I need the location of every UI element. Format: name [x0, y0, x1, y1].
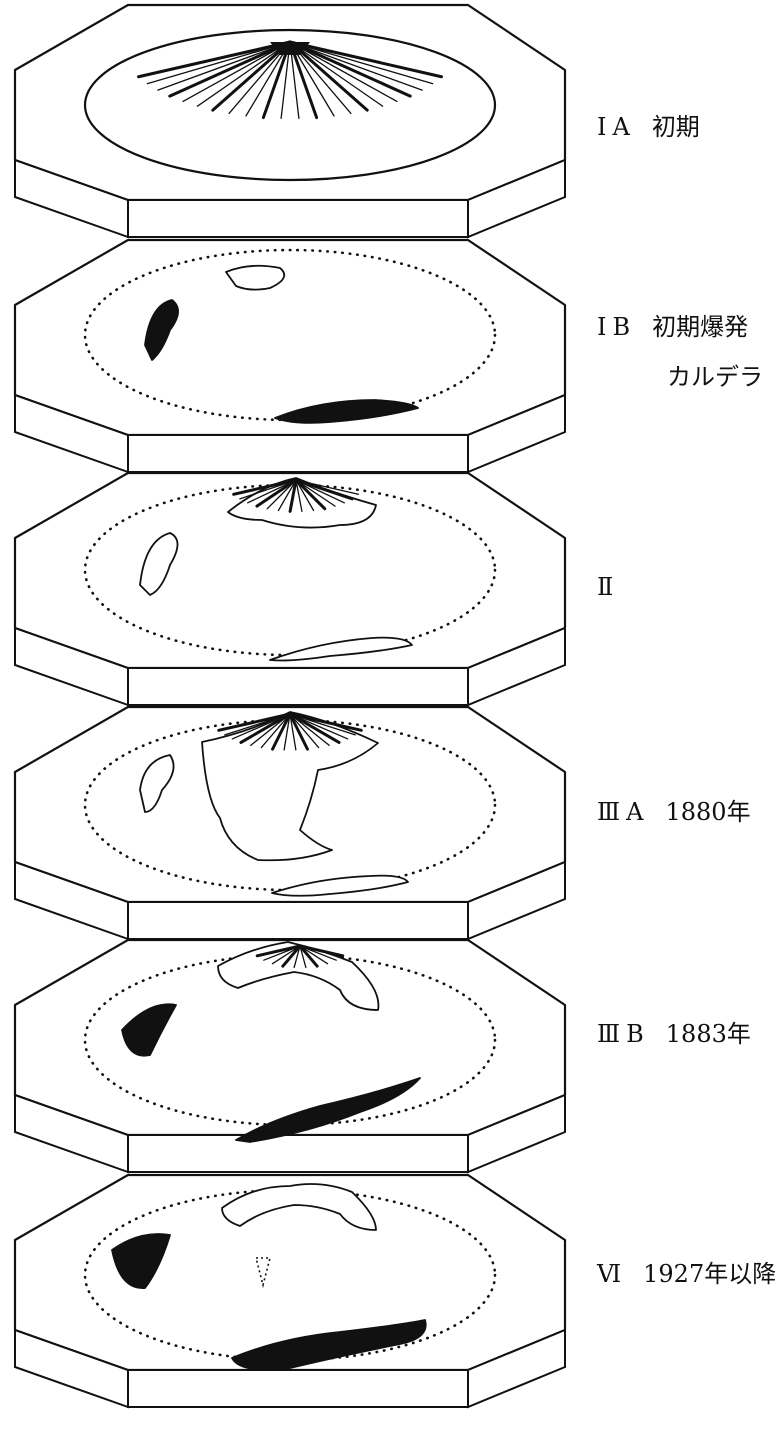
slab-side-front [128, 668, 468, 705]
slab-2 [15, 240, 565, 472]
slab-side-front [128, 1370, 468, 1407]
slab-1 [15, 5, 565, 237]
stage-label-1b-sub: カルデラ [667, 365, 763, 389]
slab-side-front [128, 902, 468, 939]
slab-side-front [128, 435, 468, 472]
stage-label-2: Ⅱ [597, 575, 635, 599]
slab-6 [15, 1175, 565, 1407]
slab-4 [15, 707, 565, 939]
slab-top-face [15, 240, 565, 435]
slab-3 [15, 473, 565, 705]
slab-side-front [128, 1135, 468, 1172]
slab-side-front [128, 200, 468, 237]
slab-5 [15, 940, 565, 1172]
